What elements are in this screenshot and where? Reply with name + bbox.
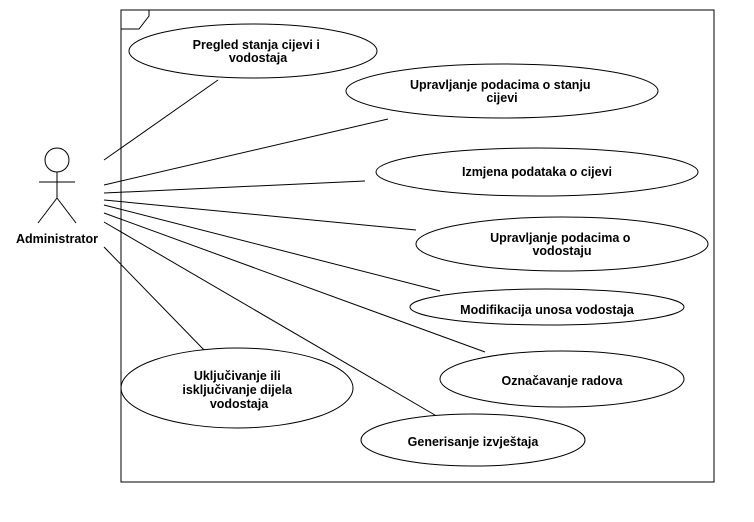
association-uc1 <box>103 79 219 161</box>
association-uc5 <box>103 204 441 292</box>
actor-head <box>44 147 70 173</box>
association-uc2 <box>103 118 389 186</box>
use-case-uc6[interactable]: Označavanje radova <box>439 350 685 408</box>
use-case-label: Modifikacija unosa vodostaja <box>460 303 635 317</box>
use-case-uc8[interactable]: Generisanje izvještaja <box>360 413 586 467</box>
use-case-uc7[interactable]: Uključivanje ili isključivanje dijela vo… <box>120 347 354 429</box>
association-uc8 <box>103 221 441 419</box>
use-case-uc4[interactable]: Upravljanje podacima o vodostaju <box>415 216 709 272</box>
associations <box>103 79 486 419</box>
use-case-label: Upravljanje podacima o vodostaju <box>490 231 634 258</box>
actor-label: Administrator <box>16 232 98 246</box>
actor-right-leg <box>56 197 77 224</box>
use-case-label: Pregled stanja cijevi i vodostaja <box>193 38 324 65</box>
use-case-uc5[interactable]: Modifikacija unosa vodostaja <box>409 288 685 326</box>
use-case-uc3[interactable]: Izmjena podataka o cijevi <box>375 147 699 197</box>
association-uc3 <box>103 180 366 194</box>
use-case-label: Izmjena podataka o cijevi <box>462 165 612 179</box>
use-case-uc2[interactable]: Upravljanje podacima o stanju cijevi <box>345 63 659 119</box>
use-case-label: Označavanje radova <box>502 374 624 388</box>
association-uc7 <box>103 246 207 353</box>
actor-administrator[interactable]: Administrator <box>16 147 98 246</box>
actor-left-leg <box>37 197 58 224</box>
association-uc4 <box>103 199 417 231</box>
use-case-label: Upravljanje podacima o stanju cijevi <box>410 78 594 105</box>
boundary-corner-tab <box>121 9 150 30</box>
use-case-label: Uključivanje ili isključivanje dijela vo… <box>182 369 295 411</box>
use-case-label: Generisanje izvještaja <box>408 435 540 449</box>
association-uc6 <box>103 212 486 353</box>
use-case-uc1[interactable]: Pregled stanja cijevi i vodostaja <box>128 23 378 79</box>
